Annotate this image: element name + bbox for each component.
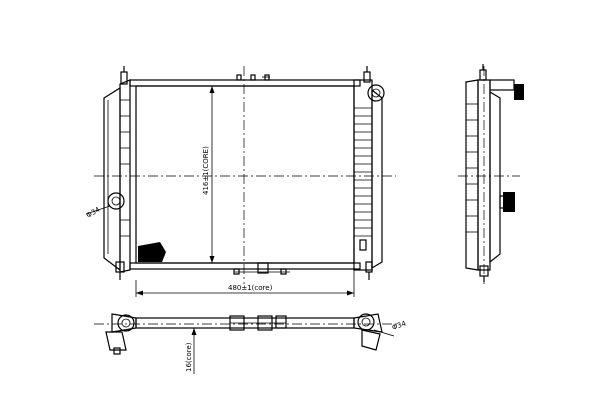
radiator-core xyxy=(135,85,355,264)
side-tank xyxy=(465,79,479,271)
right-tank xyxy=(353,66,385,280)
bottom-rail xyxy=(129,262,361,270)
width-dimension-label: 480±1(core) xyxy=(228,284,273,292)
bottom-right-pipe xyxy=(357,313,375,331)
bottom-left-pipe xyxy=(117,314,135,332)
side-top-pipe xyxy=(489,79,515,91)
left-tank-shading xyxy=(138,242,166,262)
bottom-fittings xyxy=(233,262,290,275)
top-rail xyxy=(129,79,361,87)
side-view xyxy=(458,64,524,284)
front-view: 416±1(CORE) 480±1(core) Φ34 xyxy=(85,66,396,297)
bottom-view: 16(core) Φ34 xyxy=(94,313,408,374)
width-dimension: 480±1(core) xyxy=(135,270,355,297)
depth-dimension-label: 16(core) xyxy=(185,342,193,372)
height-dimension: 416±1(CORE) xyxy=(202,86,215,263)
top-fittings xyxy=(236,74,270,81)
height-dimension-label: 416±1(CORE) xyxy=(202,146,210,195)
right-pipe-diameter-label: Φ34 xyxy=(391,319,408,332)
depth-dimension: 16(core) xyxy=(185,327,198,374)
left-pipe-outlet xyxy=(107,192,125,210)
left-tank xyxy=(103,66,166,280)
right-pipe-inlet xyxy=(367,84,385,102)
left-pipe-diameter-label: Φ34 xyxy=(85,205,102,219)
left-pipe-diameter-callout: Φ34 xyxy=(85,205,111,220)
